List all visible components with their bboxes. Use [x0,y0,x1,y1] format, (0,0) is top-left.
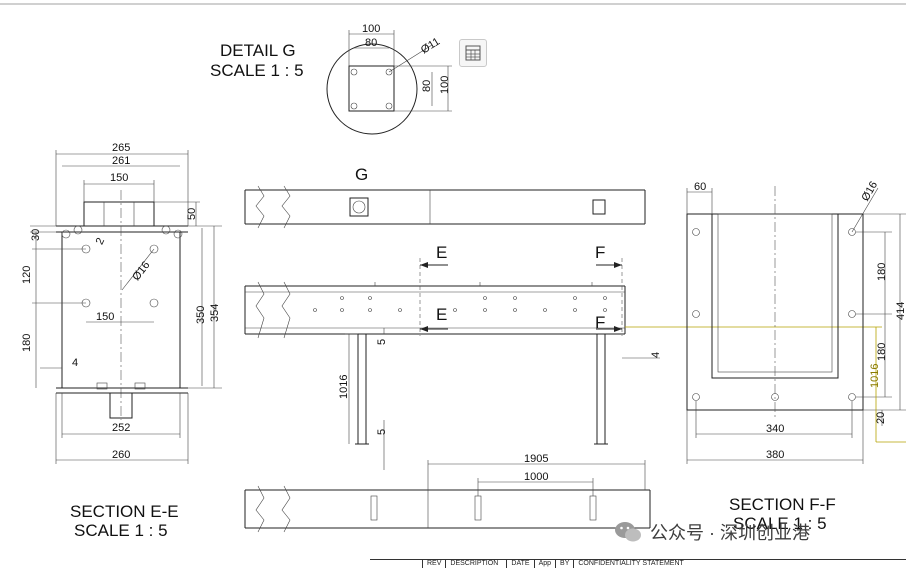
dim-ee-261: 261 [112,155,130,167]
detail-g-hole [385,102,393,110]
dim-ff-340: 340 [766,423,784,435]
tb-confidentiality: CONFIDENTIALITY STATEMENT [573,560,687,568]
wechat-icon [615,522,641,542]
cut-f-bottom: F [595,313,605,332]
dim-main-5a: 5 [376,339,388,345]
detail-g-scale: SCALE 1 : 5 [210,61,304,80]
title-block: REV DESCRIPTION DATE App BY CONFIDENTIAL… [370,559,906,568]
detail-g-title: DETAIL G [220,41,296,60]
dim-main-1000: 1000 [524,471,548,483]
dim-ee-252: 252 [112,422,130,434]
cut-f-top: F [595,243,605,262]
dim-ee-mid150: 150 [96,311,114,323]
dim-ee-hole: Ø16 [130,259,152,283]
view-g-label: G [355,165,368,184]
dim-ff-380: 380 [766,449,784,461]
section-ff: 60 Ø16 180 414 180 1016 20 340 380 SECTI… [686,179,906,533]
section-ff-scale: SCALE 1 : 5 [733,514,827,533]
dim-g-100: 100 [362,23,380,35]
section-ee: 265 261 150 50 30 2 120 Ø16 150 180 4 35… [21,142,222,540]
detail-g-hole [350,102,358,110]
dim-main-4: 4 [650,352,662,358]
dim-ee-4: 4 [72,357,78,369]
dim-ee-120: 120 [21,266,33,284]
cut-e-bottom: E [436,305,447,324]
table-icon [465,45,481,61]
tb-app: App [533,560,555,568]
dim-ee-265: 265 [112,142,130,154]
dim-ee-50: 50 [186,208,198,220]
dim-g-100v: 100 [439,76,451,94]
dim-ee-180: 180 [21,334,33,352]
dim-ee-2: 2 [94,236,107,247]
cut-e-top: E [436,243,447,262]
detail-g-hole [350,68,358,76]
main-view: G [244,165,882,533]
table-insert-button[interactable] [459,39,487,67]
detail-g-plate [348,65,395,112]
dim-ee-350: 350 [195,306,207,324]
dim-ee-260: 260 [112,449,130,461]
dim-ff-180a: 180 [876,263,888,281]
tb-rev: REV [422,560,445,568]
dim-ff-1016: 1016 [869,364,881,388]
detail-g-circle [326,43,418,135]
dim-ee-150: 150 [110,172,128,184]
dim-ff-414: 414 [895,302,906,320]
watermark: 公众号 · 深圳创业港 [614,519,810,545]
section-ee-scale: SCALE 1 : 5 [74,521,168,540]
dim-main-1016: 1016 [338,375,350,399]
dim-g-80v: 80 [421,80,433,92]
tb-description: DESCRIPTION [445,560,506,568]
watermark-text: 公众号 · 深圳创业港 [650,523,810,543]
dim-ff-60: 60 [694,181,706,193]
dim-ff-hole: Ø16 [859,179,880,203]
detail-g-hole [385,68,393,76]
section-ee-title: SECTION E-E [70,502,179,521]
tb-date: DATE [506,560,533,568]
tb-by: BY [555,560,573,568]
dim-main-5b: 5 [376,429,388,435]
dim-g-hole: Ø11 [419,36,442,57]
dim-g-80: 80 [365,37,377,49]
section-ff-title: SECTION F-F [729,495,836,514]
dim-ff-20: 20 [875,412,887,424]
detail-g: DETAIL G SCALE 1 : 5 100 80 Ø11 80 100 [210,23,452,135]
ee-slot [83,201,155,227]
dim-ff-180b: 180 [876,343,888,361]
dim-main-1905: 1905 [524,453,548,465]
dim-ee-354: 354 [209,304,221,322]
